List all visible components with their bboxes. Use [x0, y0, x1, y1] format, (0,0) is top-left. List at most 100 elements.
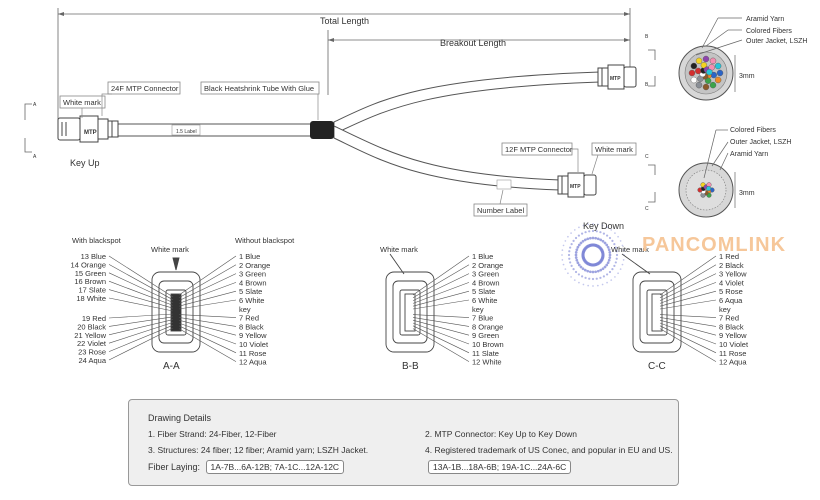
- svg-text:Aramid Yarn: Aramid Yarn: [746, 16, 784, 23]
- leader-line: [659, 325, 717, 354]
- fiber-label: 2 Black: [719, 261, 744, 270]
- burst-dot: [568, 250, 571, 253]
- burst-dot: [576, 245, 580, 249]
- burst-dot: [606, 234, 609, 237]
- leader-line: [412, 325, 470, 354]
- burst-dot: [583, 268, 587, 272]
- fiber-label: 3 Yellow: [719, 270, 747, 279]
- burst-dot: [619, 240, 622, 242]
- fiber-label: 12 Aqua: [239, 358, 267, 367]
- burst-dot: [606, 261, 610, 265]
- fiber-label: 6 White: [239, 296, 264, 305]
- callout-heatshrink-tube: Black Heatshrink Tube With Glue: [200, 81, 320, 120]
- burst-dot: [615, 257, 618, 260]
- brand-logo-burst: [561, 223, 625, 287]
- fiber-dot: [706, 185, 712, 191]
- fiber-label: 8 Black: [239, 322, 264, 331]
- fiber-label: 4 Brown: [239, 278, 267, 287]
- burst-dot: [587, 284, 590, 287]
- burst-dot: [596, 237, 600, 241]
- fiber-dot: [714, 76, 722, 84]
- burst-dot: [582, 283, 585, 286]
- fiber-label: 1 Blue: [472, 252, 493, 261]
- fiber-label: 13 Blue: [81, 252, 106, 261]
- burst-dot: [579, 265, 583, 269]
- leader-line: [412, 322, 470, 345]
- face-view-b-b: [385, 253, 435, 353]
- leader-line: [659, 322, 717, 345]
- burst-dot: [605, 243, 609, 247]
- burst-dot: [564, 268, 567, 270]
- burst-dot: [610, 279, 613, 281]
- leader-line: [412, 282, 470, 304]
- leader-line: [178, 299, 237, 310]
- leader-line: [108, 297, 174, 312]
- fiber-dot: [700, 62, 708, 69]
- burst-dot: [599, 276, 602, 279]
- leader-line: [108, 324, 174, 352]
- burst-dot: [601, 239, 605, 243]
- burst-dot: [614, 246, 617, 249]
- fiber-bundle-12: [697, 182, 715, 198]
- burst-dot: [581, 267, 585, 271]
- fiber-label: 14 Orange: [71, 260, 106, 269]
- fiber-laying-label: Fiber Laying:: [148, 462, 201, 472]
- callout-number-label: Number Label: [473, 189, 528, 217]
- leader-line: [178, 317, 237, 327]
- fiber-label: 7 Red: [239, 314, 259, 323]
- leader-line: [412, 273, 470, 301]
- burst-dot: [577, 234, 580, 237]
- fiber-dot: [688, 69, 696, 77]
- leader-line: [178, 255, 237, 296]
- svg-text:White mark: White mark: [380, 245, 418, 254]
- burst-dot: [603, 265, 607, 269]
- fiber-label: 10 Brown: [472, 340, 504, 349]
- key-up-label: Key Up: [70, 158, 100, 168]
- leader-line: [412, 317, 470, 327]
- burst-dot: [567, 235, 569, 238]
- leader-line: [178, 328, 237, 362]
- burst-dot: [584, 276, 587, 279]
- burst-dot: [601, 251, 605, 256]
- fiber-dot: [690, 62, 698, 70]
- burst-dot: [564, 240, 567, 242]
- fiber-dot: [709, 57, 717, 65]
- fiber-label: 10 Violet: [719, 340, 749, 349]
- cable-label-tag: [171, 124, 201, 136]
- burst-dot: [576, 261, 580, 265]
- fiber-laying-right: 13A-1B...18A-6B; 19A-1C...24A-6C: [428, 460, 572, 474]
- fiber-label: 20 Black: [77, 322, 106, 331]
- svg-text:With blackspot: With blackspot: [72, 236, 122, 245]
- burst-dot: [592, 223, 594, 225]
- leader-line: [178, 314, 237, 318]
- burst-dot: [603, 241, 607, 245]
- leader-line: [178, 264, 237, 299]
- burst-dot: [581, 239, 585, 243]
- svg-text:12F MTP Connector: 12F MTP Connector: [505, 145, 573, 154]
- burst-dot: [587, 223, 590, 226]
- leader-line: [412, 319, 470, 336]
- burst-dot: [577, 243, 581, 247]
- leader-line: [659, 290, 717, 307]
- burst-dot: [582, 224, 585, 227]
- burst-dot: [622, 249, 625, 252]
- leader-line: [659, 317, 717, 327]
- leader-line: [108, 289, 174, 309]
- leader-line: [659, 299, 717, 310]
- fiber-label: 2 Orange: [239, 261, 270, 270]
- leader-line: [412, 328, 470, 362]
- burst-dot: [572, 268, 575, 271]
- burst-dot: [562, 244, 565, 247]
- fiber-label: key: [719, 305, 731, 314]
- fiber-label: 7 Blue: [472, 314, 493, 323]
- leader-line: [108, 322, 174, 344]
- burst-dot: [608, 270, 612, 274]
- cross-section-b: [678, 17, 743, 101]
- burst-dot: [615, 253, 619, 257]
- aa-leader-lines: [108, 255, 237, 362]
- burst-dot: [581, 232, 584, 235]
- burst-dot: [578, 281, 580, 284]
- leader-line: [412, 290, 470, 307]
